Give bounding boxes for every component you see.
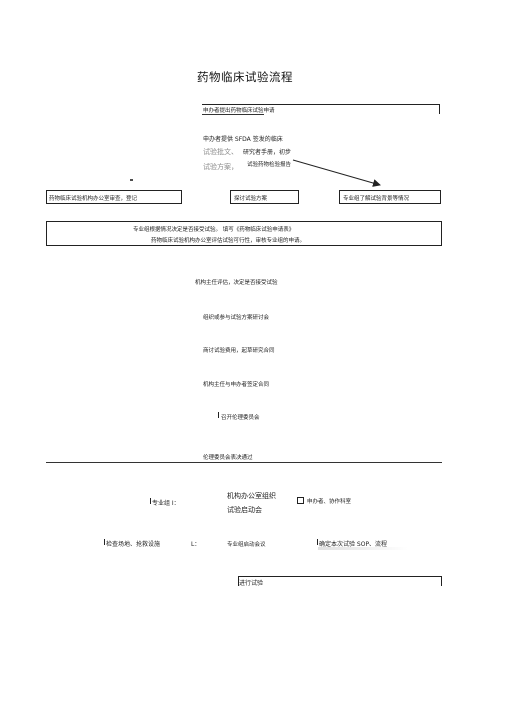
sponsor-provides-line1: 申办者提供 SFDA 签发的临床 [203,136,283,143]
register-box: 药物临床试验机构办公室审查，登记 [46,190,182,204]
sponsor-cra-text: 申办者、协作科室 [307,499,352,505]
protocol-box: 探讨试验方案 [230,190,299,204]
step-ethics-approved: 伦理委员会表决通过 [203,455,253,461]
expert-box: 专业组了解试验背景等情况 [339,190,441,204]
sponsor-apply-text: 申办者提出药物临床试验申请 [203,108,275,114]
decision-line1: 专业组根据情况决定是否接受试验。 填写《药物临床试验申请表》 [133,227,295,233]
expert-text: 专业组了解试验背景等情况 [343,196,410,202]
check-site-text: 检查场地、抢救设施 [106,541,161,548]
group-i-bar [150,498,151,504]
run-trial-box: 进行试验 [238,576,442,587]
sponsor-apply-box: 申办者提出药物临床试验申请 [202,104,440,114]
confirm-sop-text: 确定本次试验 SOP、流程 [319,541,388,548]
step-discuss-fee: 商讨试验费用，起草研究合同 [203,348,275,354]
decision-box: 专业组根据情况决定是否接受试验。 填写《药物临床试验申请表》 药物临床试验机构办… [46,221,442,246]
group-i-label: 专业组 I： [152,500,180,507]
kickoff-line1: 机构办公室组织 [227,492,276,500]
confirm-sop-bar [317,539,318,545]
sponsor-provides-line3a: 试验方案， [203,163,238,171]
sponsor-provides-line2b: 研究者手册，初步 [243,149,292,156]
step-sign-contract: 机构主任与申办者签定合同 [203,382,270,388]
divider-line [46,462,442,463]
step-director-evaluate: 机构主任评估，决定是否接受试验 [195,280,278,286]
arrow-to-expert-group [292,159,381,187]
sponsor-provides-line2a: 试验批文、 [203,148,238,156]
checkbox-icon [297,497,304,504]
sponsor-provides-line3b: 试验药物检验报告 [247,162,292,168]
run-trial-left-bar [238,576,239,586]
kickoff-line2: 试验启动会 [227,506,262,514]
page-title: 药物临床试验流程 [197,70,293,84]
l-label: L： [191,541,201,548]
check-site-bar [104,539,105,545]
smudge [318,547,408,550]
group-kickoff-text: 专业组启动会议 [227,542,266,548]
sponsor-apply-underline [202,114,264,115]
ethics-bar [218,412,219,418]
run-trial-text: 进行试验 [239,580,264,587]
step-protocol-seminar: 组织或参与试验方案研讨会 [203,315,270,321]
step-ethics-meeting: 召开伦理委员会 [221,415,260,421]
protocol-text: 探讨试验方案 [234,196,268,202]
register-text: 药物临床试验机构办公室审查，登记 [49,196,138,202]
decision-line2: 药物临床试验机构办公室评估试验可行性，审核专业组的申请。 [151,238,306,244]
